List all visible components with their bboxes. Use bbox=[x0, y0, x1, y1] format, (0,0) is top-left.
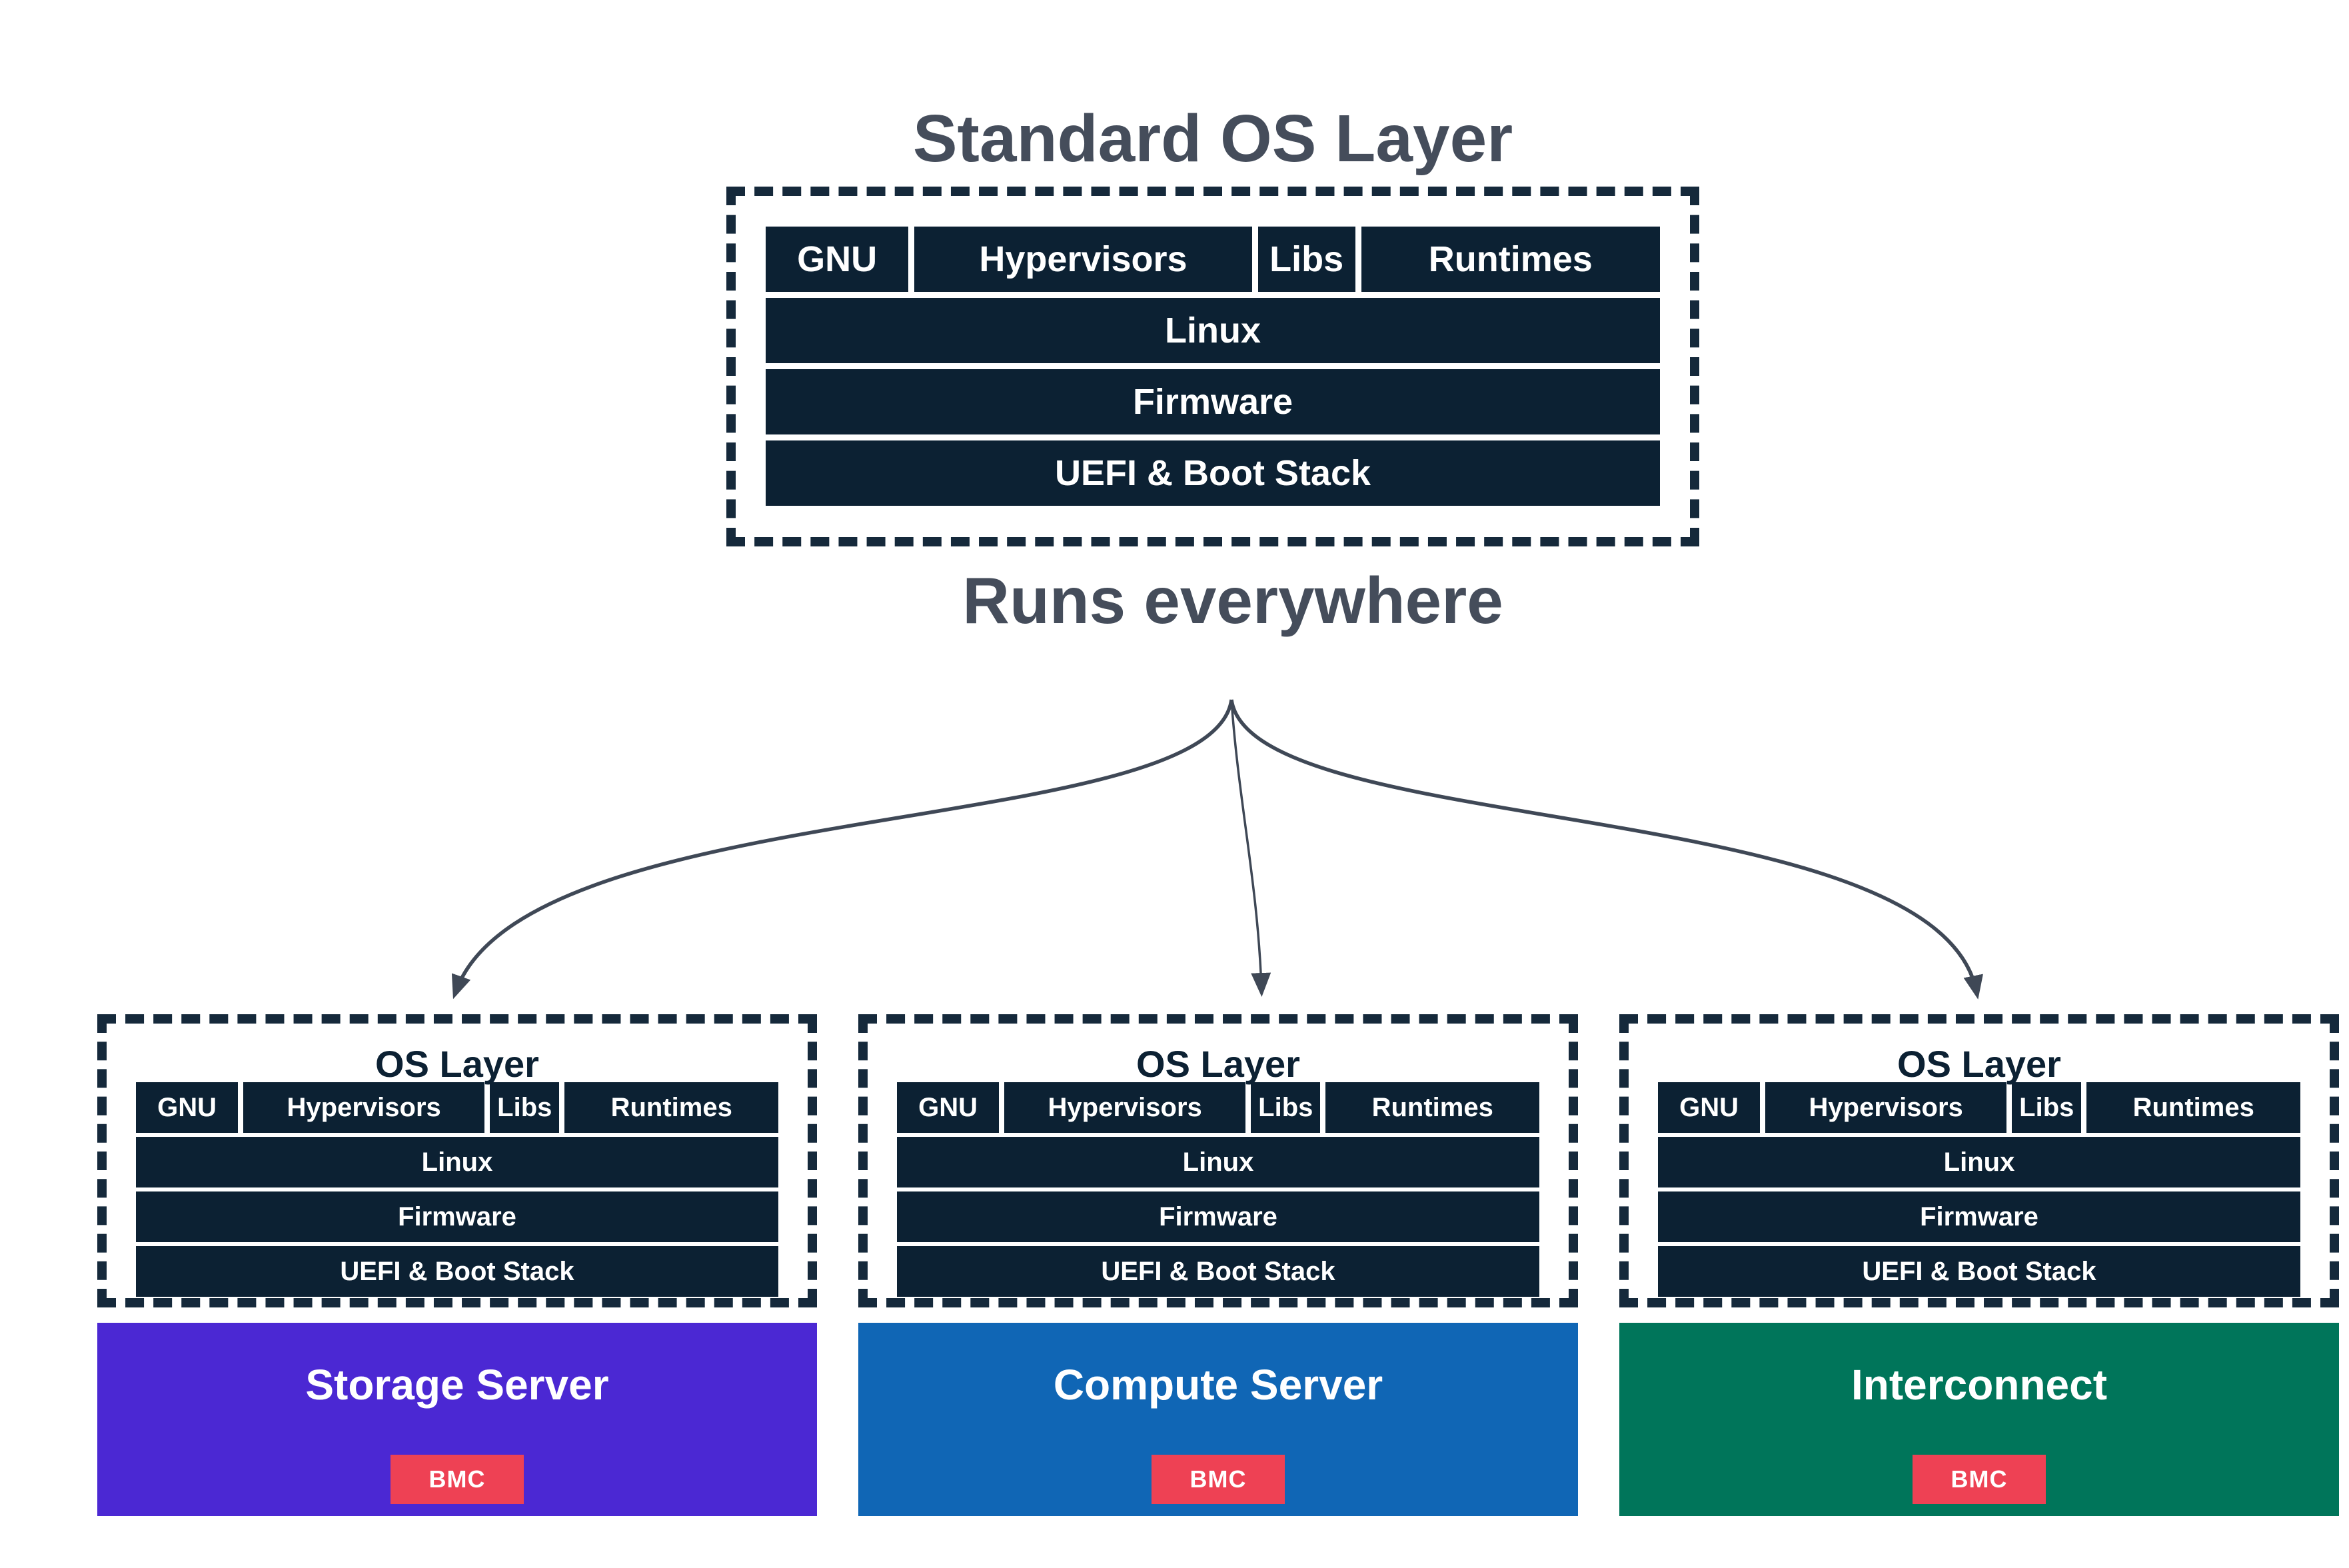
arrow-to-compute-server bbox=[1230, 699, 1271, 997]
stack-cell-gnu: GNU bbox=[1658, 1082, 1761, 1133]
stack-row-linux: Linux bbox=[136, 1137, 778, 1187]
stack-row-userspace: GNU Hypervisors Libs Runtimes bbox=[1658, 1082, 2301, 1133]
bmc-badge: BMC bbox=[391, 1455, 524, 1504]
stack-cell-linux: Linux bbox=[1658, 1137, 2300, 1187]
arrow-to-storage-server bbox=[451, 699, 1233, 1000]
bmc-label: BMC bbox=[428, 1465, 486, 1493]
stack-row-uefi: UEFI & Boot Stack bbox=[136, 1246, 778, 1297]
server-title: Interconnect bbox=[1851, 1361, 2108, 1409]
stack-cell-firmware: Firmware bbox=[136, 1191, 778, 1242]
os-layer-box-compute: OS Layer GNU Hypervisors Libs Runtimes L… bbox=[858, 1014, 1578, 1307]
stack-cell-libs: Libs bbox=[1251, 1082, 1321, 1133]
stack-cell-linux: Linux bbox=[766, 298, 1660, 363]
stack-cell-firmware: Firmware bbox=[1658, 1191, 2300, 1242]
stack-cell-libs: Libs bbox=[490, 1082, 560, 1133]
stack-cell-libs: Libs bbox=[2012, 1082, 2082, 1133]
stack-row-linux: Linux bbox=[766, 298, 1660, 363]
stack-cell-gnu: GNU bbox=[136, 1082, 239, 1133]
os-layer-label: OS Layer bbox=[1136, 1043, 1300, 1085]
stack-row-firmware: Firmware bbox=[897, 1191, 1539, 1242]
target-column-storage: OS Layer GNU Hypervisors Libs Runtimes L… bbox=[97, 1014, 817, 1521]
standard-os-stack: GNU Hypervisors Libs Runtimes Linux Firm… bbox=[766, 227, 1661, 506]
os-layer-box-storage: OS Layer GNU Hypervisors Libs Runtimes L… bbox=[97, 1014, 817, 1307]
stack-cell-hypervisors: Hypervisors bbox=[1765, 1082, 2007, 1133]
page-title: Standard OS Layer bbox=[912, 101, 1513, 176]
arrow-to-interconnect bbox=[1229, 699, 1983, 1000]
stack-cell-runtimes: Runtimes bbox=[1325, 1082, 1540, 1133]
stack-row-firmware: Firmware bbox=[136, 1191, 778, 1242]
stack-cell-gnu: GNU bbox=[766, 227, 909, 292]
target-column-interconnect: OS Layer GNU Hypervisors Libs Runtimes L… bbox=[1619, 1014, 2339, 1521]
server-title: Compute Server bbox=[1053, 1361, 1383, 1409]
bmc-label: BMC bbox=[1951, 1465, 2008, 1493]
runs-everywhere-caption: Runs everywhere bbox=[962, 564, 1503, 637]
stack-cell-runtimes: Runtimes bbox=[1361, 227, 1661, 292]
stack-row-userspace: GNU Hypervisors Libs Runtimes bbox=[136, 1082, 779, 1133]
stack-cell-libs: Libs bbox=[1257, 227, 1355, 292]
os-stack-storage: GNU Hypervisors Libs Runtimes Linux Firm… bbox=[136, 1082, 779, 1297]
server-title: Storage Server bbox=[305, 1361, 609, 1409]
os-stack-interconnect: GNU Hypervisors Libs Runtimes Linux Firm… bbox=[1658, 1082, 2301, 1297]
stack-cell-hypervisors: Hypervisors bbox=[1004, 1082, 1246, 1133]
bmc-badge: BMC bbox=[1913, 1455, 2046, 1504]
stack-cell-uefi-boot-stack: UEFI & Boot Stack bbox=[136, 1246, 778, 1297]
stack-cell-uefi-boot-stack: UEFI & Boot Stack bbox=[1658, 1246, 2300, 1297]
os-layer-label: OS Layer bbox=[1897, 1043, 2061, 1085]
stack-row-uefi: UEFI & Boot Stack bbox=[1658, 1246, 2300, 1297]
stack-row-linux: Linux bbox=[897, 1137, 1539, 1187]
stack-cell-runtimes: Runtimes bbox=[2086, 1082, 2301, 1133]
bmc-label: BMC bbox=[1189, 1465, 1247, 1493]
stack-cell-uefi-boot-stack: UEFI & Boot Stack bbox=[897, 1246, 1539, 1297]
stack-cell-linux: Linux bbox=[897, 1137, 1539, 1187]
stack-row-userspace: GNU Hypervisors Libs Runtimes bbox=[897, 1082, 1540, 1133]
stack-row-linux: Linux bbox=[1658, 1137, 2300, 1187]
stack-cell-firmware: Firmware bbox=[897, 1191, 1539, 1242]
standard-os-layer-box: GNU Hypervisors Libs Runtimes Linux Firm… bbox=[726, 187, 1699, 546]
stack-cell-firmware: Firmware bbox=[766, 369, 1660, 434]
stack-cell-runtimes: Runtimes bbox=[564, 1082, 779, 1133]
stack-row-firmware: Firmware bbox=[766, 369, 1660, 434]
compute-server-box: Compute Server BMC bbox=[858, 1323, 1578, 1516]
stack-row-uefi: UEFI & Boot Stack bbox=[766, 440, 1660, 506]
interconnect-box: Interconnect BMC bbox=[1619, 1323, 2339, 1516]
os-stack-compute: GNU Hypervisors Libs Runtimes Linux Firm… bbox=[897, 1082, 1540, 1297]
bmc-badge: BMC bbox=[1152, 1455, 1285, 1504]
os-layer-label: OS Layer bbox=[375, 1043, 539, 1085]
stack-cell-gnu: GNU bbox=[897, 1082, 1000, 1133]
storage-server-box: Storage Server BMC bbox=[97, 1323, 817, 1516]
stack-cell-uefi-boot-stack: UEFI & Boot Stack bbox=[766, 440, 1660, 506]
target-column-compute: OS Layer GNU Hypervisors Libs Runtimes L… bbox=[858, 1014, 1578, 1521]
os-layer-box-interconnect: OS Layer GNU Hypervisors Libs Runtimes L… bbox=[1619, 1014, 2339, 1307]
stack-row-firmware: Firmware bbox=[1658, 1191, 2300, 1242]
stack-cell-hypervisors: Hypervisors bbox=[243, 1082, 485, 1133]
stack-cell-linux: Linux bbox=[136, 1137, 778, 1187]
stack-row-uefi: UEFI & Boot Stack bbox=[897, 1246, 1539, 1297]
stack-row-userspace: GNU Hypervisors Libs Runtimes bbox=[766, 227, 1661, 292]
stack-cell-hypervisors: Hypervisors bbox=[914, 227, 1252, 292]
